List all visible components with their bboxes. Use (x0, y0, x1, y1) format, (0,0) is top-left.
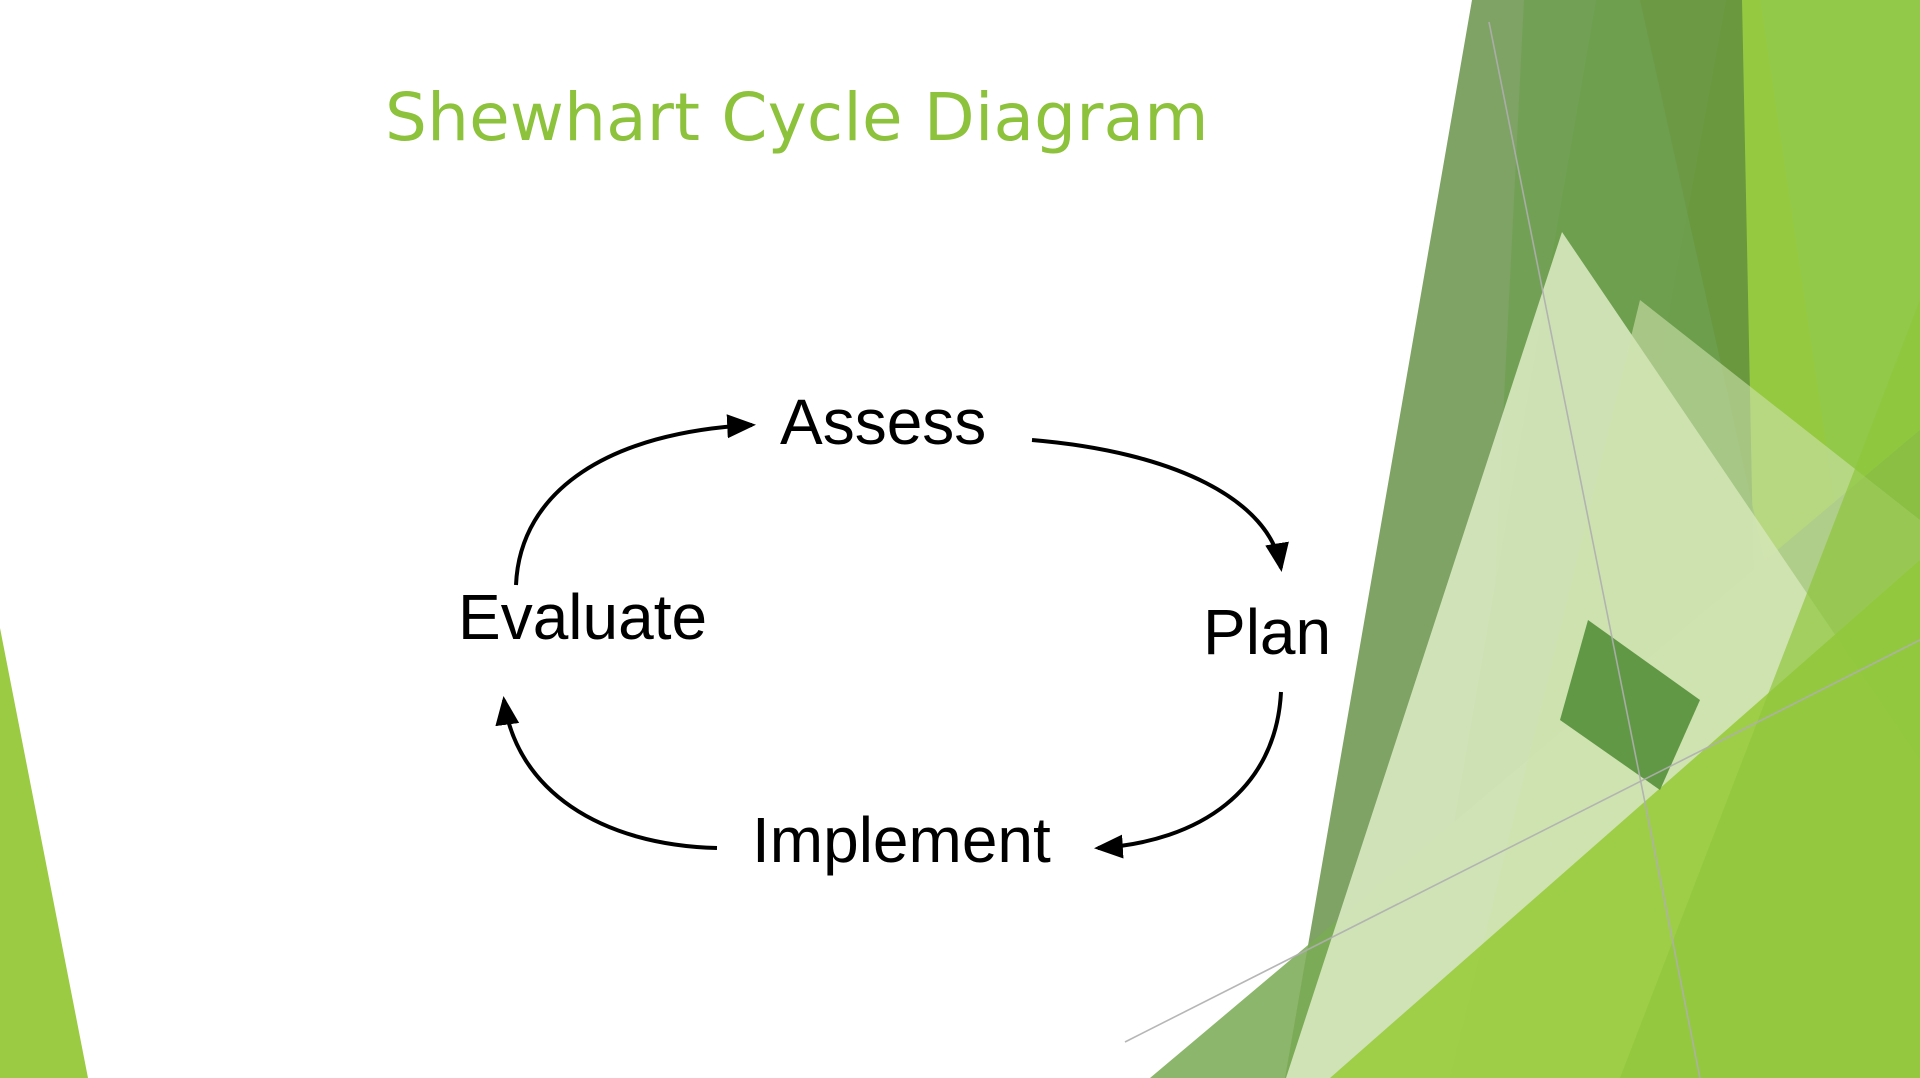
arrow-implement-to-evaluate (495, 696, 718, 850)
page-title: Shewhart Cycle Diagram (385, 79, 1209, 156)
cycle-node-plan: Plan (1203, 596, 1332, 668)
cycle-node-assess: Assess (780, 386, 987, 458)
arrow-evaluate-to-assess (514, 414, 756, 586)
arrow-assess-to-plan (1031, 438, 1289, 572)
cycle-node-evaluate: Evaluate (458, 581, 708, 653)
cycle-node-implement: Implement (752, 804, 1051, 876)
arrow-plan-to-implement (1094, 691, 1283, 859)
